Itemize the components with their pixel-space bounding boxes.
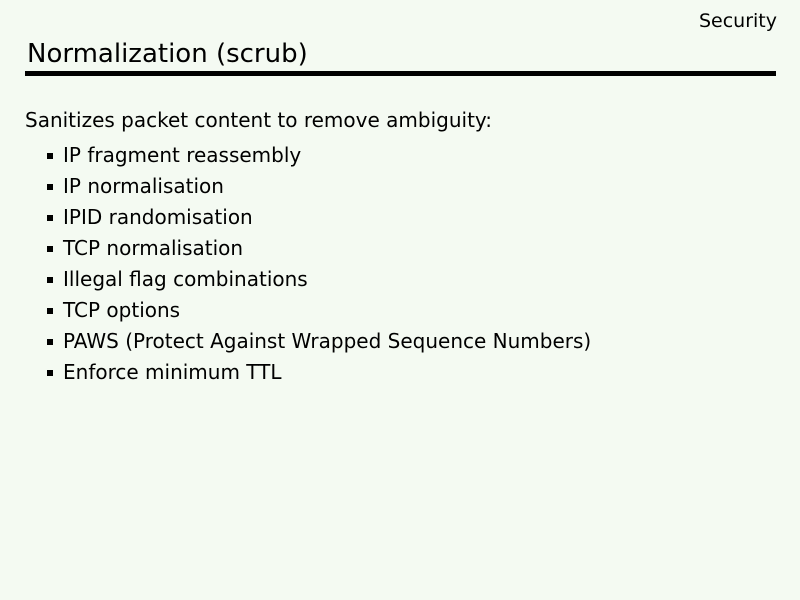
bullet-list: IP fragment reassembly IP normalisation … — [47, 140, 591, 388]
list-item: PAWS (Protect Against Wrapped Sequence N… — [47, 326, 591, 357]
slide-context-label: Security — [698, 10, 777, 32]
list-item: IP fragment reassembly — [47, 140, 591, 171]
bullet-text: IP fragment reassembly — [63, 143, 302, 167]
page-title: Normalization (scrub) — [27, 39, 308, 69]
bullet-text: IP normalisation — [63, 174, 224, 198]
list-item: TCP normalisation — [47, 233, 591, 264]
bullet-square-icon — [47, 307, 53, 314]
bullet-text: TCP options — [63, 298, 181, 322]
list-item: Illegal flag combinations — [47, 264, 591, 295]
bullet-square-icon — [47, 152, 53, 159]
bullet-square-icon — [47, 338, 53, 345]
bullet-text: Enforce minimum TTL — [63, 360, 282, 384]
bullet-square-icon — [47, 214, 53, 221]
bullet-square-icon — [47, 245, 53, 252]
intro-text: Sanitizes packet content to remove ambig… — [25, 108, 493, 132]
bullet-square-icon — [47, 369, 53, 376]
list-item: IP normalisation — [47, 171, 591, 202]
bullet-text: PAWS (Protect Against Wrapped Sequence N… — [63, 329, 592, 353]
bullet-square-icon — [47, 276, 53, 283]
list-item: TCP options — [47, 295, 591, 326]
list-item: IPID randomisation — [47, 202, 591, 233]
bullet-text: IPID randomisation — [63, 205, 253, 229]
title-rule-divider — [25, 71, 776, 76]
bullet-text: TCP normalisation — [63, 236, 244, 260]
bullet-square-icon — [47, 183, 53, 190]
bullet-text: Illegal flag combinations — [63, 267, 308, 291]
list-item: Enforce minimum TTL — [47, 357, 591, 388]
